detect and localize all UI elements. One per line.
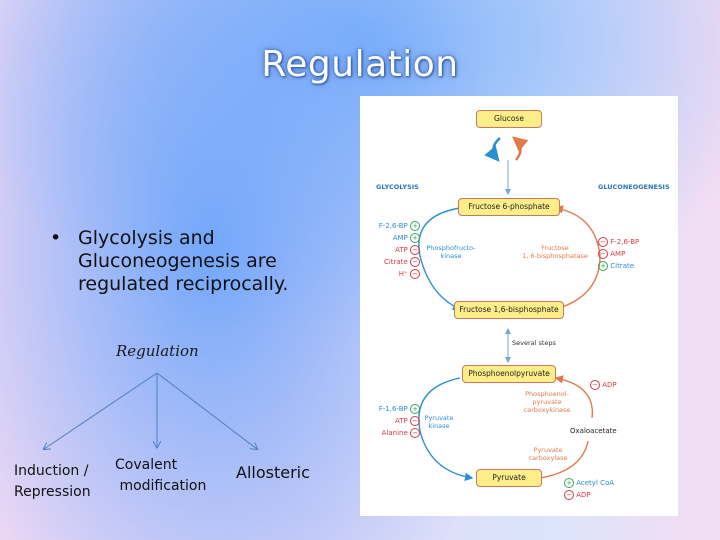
pfk-regulators: F-2,6-BP + AMP + ATP − Citrate − H⁺ − [372, 220, 420, 280]
gluconeogenesis-label: GLUCONEOGENESIS [598, 183, 670, 191]
tree-branch-induction [44, 372, 158, 449]
regulator-name: Citrate [383, 258, 408, 266]
enzyme-line: 1, 6-bisphosphatase [522, 252, 588, 260]
enzyme-line: kinase [428, 422, 450, 430]
regulator-name: ADP [602, 381, 617, 389]
pyruvate-kinase-regulators: F-1,6-BP + ATP − Alanine − [372, 403, 420, 439]
leaf-line: Covalent [115, 457, 178, 473]
tree-root-label: Regulation [116, 342, 199, 360]
pyruvate-kinase-arc [418, 377, 474, 481]
enzyme-line: Phosphoenol- [525, 390, 569, 398]
activator-icon: + [410, 404, 420, 414]
regulator-name: AMP [610, 250, 626, 258]
fbpase-regulators: − F-2,6-BP − AMP + Citrate [598, 236, 668, 272]
regulator-name: ATP [395, 246, 408, 254]
pepck-label: Phosphoenol- pyruvate carboxykinase [522, 390, 572, 414]
glucose-out-arrow [512, 136, 529, 161]
bullet-text: Glycolysis and Gluconeogenesis are regul… [78, 227, 289, 295]
regulator-name: AMP [392, 234, 408, 242]
inhibitor-icon: − [410, 245, 420, 255]
pep-box: Phosphoenolpyruvate [462, 365, 556, 383]
regulator-name: Citrate [610, 262, 635, 270]
pathway-arrows [418, 136, 601, 481]
regulator-name: Acetyl CoA [576, 479, 615, 487]
regulator-name: ATP [395, 417, 408, 425]
tree-leaf-induction: Induction / Repression [14, 461, 91, 503]
oxaloacetate-label: Oxaloacetate [570, 427, 617, 435]
enzyme-line: carboxykinase [523, 406, 571, 414]
f6p-box: Fructose 6-phosphate [458, 198, 560, 216]
enzyme-line: Pyruvate [424, 414, 454, 422]
leaf-line: modification [115, 478, 207, 494]
inhibitor-icon: − [410, 428, 420, 438]
tree-leaf-covalent: Covalent modification [115, 455, 206, 497]
tree-leaf-allosteric: Allosteric [236, 463, 310, 482]
f16bp-box: Fructose 1,6-bisphosphate [454, 301, 564, 319]
enzyme-line: kinase [440, 252, 462, 260]
inhibitor-icon: − [598, 237, 608, 247]
leaf-line: Repression [14, 484, 91, 500]
activator-icon: + [410, 233, 420, 243]
pepck-regulators: − ADP [590, 379, 650, 391]
regulator-name: Alanine [381, 429, 408, 437]
regulator-name: ADP [576, 491, 591, 499]
enzyme-line: pyruvate [532, 398, 562, 406]
pathway-figure: Glucose GLYCOLYSIS GLUCONEOGENESIS Fruct… [360, 96, 678, 516]
inhibitor-icon: − [410, 416, 420, 426]
inhibitor-icon: − [598, 249, 608, 259]
bullet-marker: • [50, 227, 62, 249]
enzyme-line: Pyruvate [533, 446, 563, 454]
activator-icon: + [598, 261, 608, 271]
pfk-arc [418, 207, 462, 311]
pyruvate-kinase-label: Pyruvate kinase [424, 414, 454, 430]
inhibitor-icon: − [564, 490, 574, 500]
slide-title: Regulation [261, 44, 459, 85]
several-steps-label: Several steps [512, 339, 556, 347]
glycolysis-label: GLYCOLYSIS [376, 183, 419, 191]
pyruvate-carboxylase-label: Pyruvate carboxylase [528, 446, 568, 462]
regulator-name: F-2,6-BP [610, 238, 640, 246]
inhibitor-icon: − [410, 269, 420, 279]
inhibitor-icon: − [590, 380, 600, 390]
regulator-name: F-1,6-BP [378, 405, 408, 413]
pyruvate-carboxylase-arc [539, 440, 589, 479]
pfk-label: Phosphofructo- kinase [426, 244, 476, 260]
leaf-line: Induction / [14, 463, 89, 479]
enzyme-line: Fructose [541, 244, 569, 252]
regulator-name: F-2,6-BP [378, 222, 408, 230]
pepck-arc [554, 375, 594, 419]
pyruvate-carboxylase-regulators: + Acetyl CoA − ADP [564, 477, 644, 501]
glucose-in-arrow [484, 137, 501, 162]
fbpase-label: Fructose 1, 6-bisphosphatase [520, 244, 590, 260]
pyruvate-box: Pyruvate [476, 469, 542, 487]
enzyme-line: carboxylase [528, 454, 568, 462]
activator-icon: + [410, 221, 420, 231]
tree-branch-allosteric [156, 372, 257, 449]
glucose-box: Glucose [476, 110, 542, 128]
activator-icon: + [564, 478, 574, 488]
regulator-name: H⁺ [398, 270, 408, 278]
inhibitor-icon: − [410, 257, 420, 267]
enzyme-line: Phosphofructo- [426, 244, 476, 252]
